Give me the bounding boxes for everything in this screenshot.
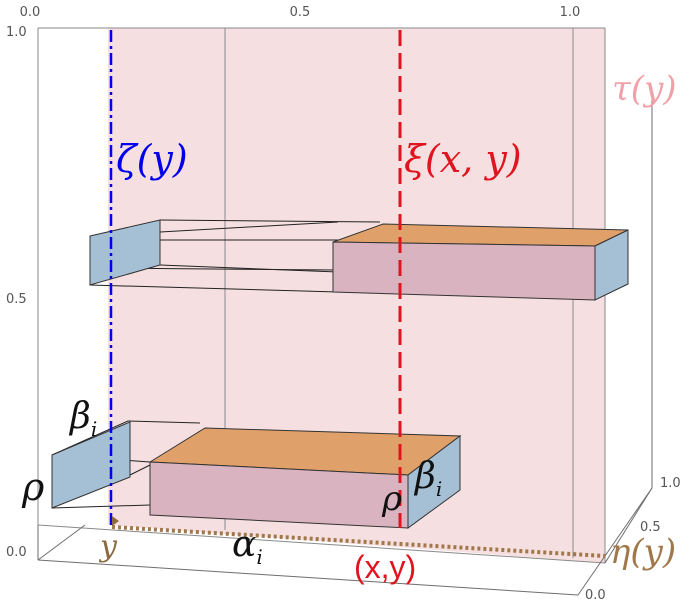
y-marker-icon [112, 516, 119, 526]
zeta-label: ζ(y) [116, 137, 188, 181]
xi-label: ξ(x, y) [404, 137, 522, 181]
eta-label: η(y) [610, 532, 676, 572]
beta-right-label: βi [413, 456, 442, 501]
left-tick-2: 0.0 [6, 545, 27, 560]
left-tick-1: 0.5 [6, 292, 27, 307]
beta-left-label: βi [68, 396, 97, 441]
lower-box-right-end [407, 435, 461, 529]
top-tick-1: 0.5 [290, 5, 311, 20]
xy-label: (x,y) [354, 549, 416, 585]
right-tick-2: 0.0 [585, 588, 606, 603]
left-tick-0: 1.0 [6, 25, 27, 40]
y-label: y [98, 529, 118, 564]
top-tick-2: 1.0 [560, 5, 581, 20]
bounding-box-front [37, 90, 653, 596]
lower-box-left-cap [51, 421, 131, 509]
upper-box-left-cap [89, 219, 161, 286]
rho-left-label: ρ [21, 465, 45, 509]
floor-path-dots [111, 525, 606, 558]
rho-right-label: ρ [381, 479, 402, 519]
alpha-label: αi [232, 524, 263, 569]
upper-box-right-end [594, 229, 629, 301]
top-tick-0: 0.0 [20, 5, 41, 20]
tau-label: τ(y) [612, 69, 677, 109]
right-tick-0: 1.0 [660, 476, 681, 491]
upper-box-front [332, 241, 596, 301]
right-tick-1: 0.5 [640, 520, 661, 535]
